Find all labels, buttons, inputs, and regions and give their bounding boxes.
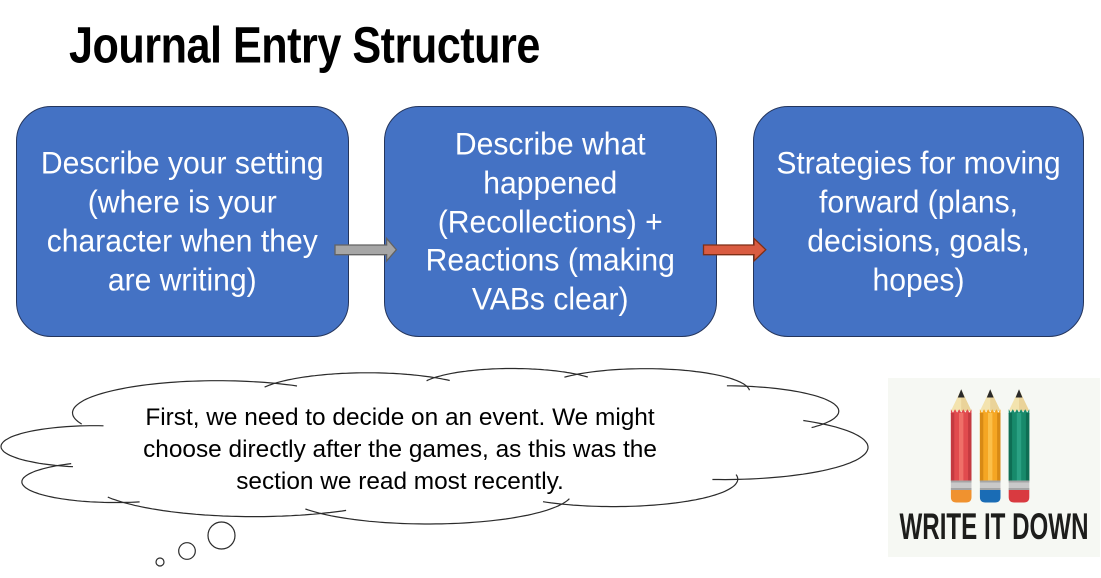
svg-text:WRITE IT DOWN: WRITE IT DOWN — [900, 506, 1089, 547]
